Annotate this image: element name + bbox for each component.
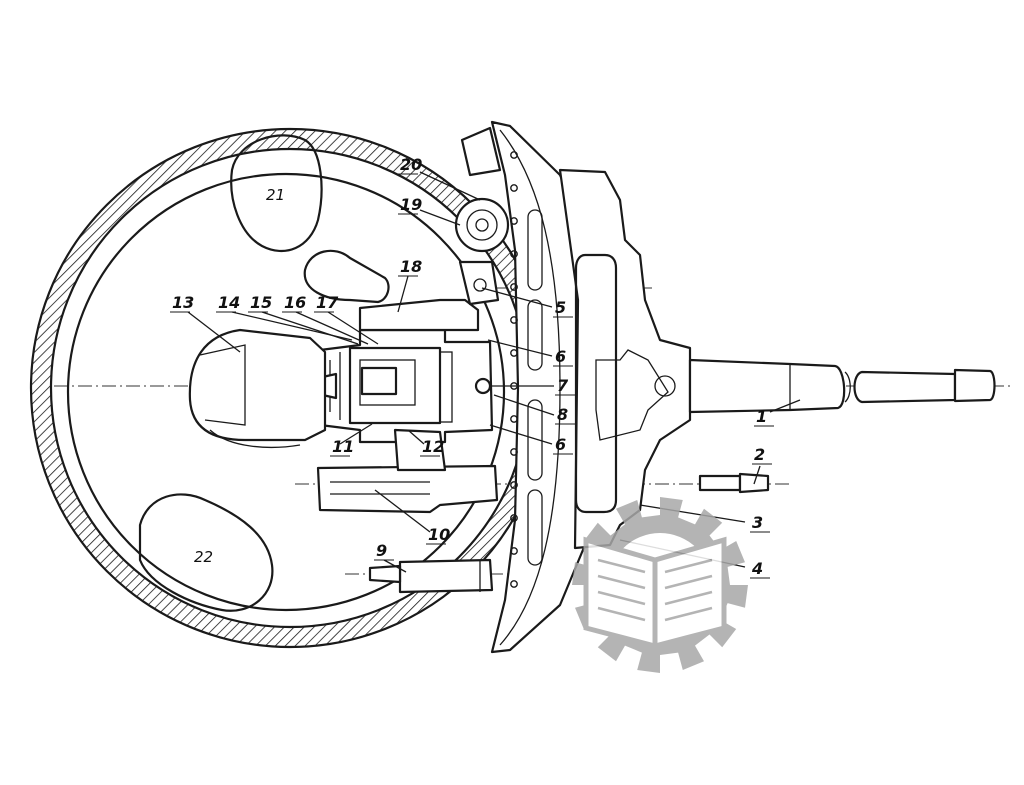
book-page-line: [664, 606, 713, 622]
book-page-line: [664, 574, 713, 590]
gun-mantlet: [558, 168, 692, 550]
part-label-6b: 6: [555, 435, 566, 454]
leader-line-2: [753, 465, 761, 485]
leader-line-9: [383, 559, 407, 573]
rivet: [510, 415, 518, 423]
part-label-9: 9: [376, 541, 387, 560]
leader-line-3: [639, 504, 746, 523]
lower-mechanism: [316, 428, 770, 594]
part-label-12: 12: [422, 437, 444, 456]
part-label-17: 17: [316, 293, 339, 312]
gun-breech-assembly: [316, 328, 494, 444]
book-page-line: [664, 558, 713, 574]
part-label-14: 14: [218, 293, 240, 312]
leader-line-8: [493, 394, 555, 416]
part-label-4: 4: [751, 559, 763, 578]
rivet: [510, 580, 518, 588]
leader-line-17: [327, 311, 379, 345]
part-label-16: 16: [284, 293, 306, 312]
part-label-18: 18: [400, 257, 422, 276]
leader-line-6a: [487, 339, 553, 357]
rivet: [510, 151, 518, 159]
book-page-line: [597, 606, 646, 622]
part-label-13: 13: [172, 293, 194, 312]
part-label-15: 15: [250, 293, 272, 312]
leader-line-11: [339, 423, 373, 445]
leader-line-1: [769, 399, 801, 413]
gun-barrel: [688, 358, 996, 414]
rivet: [510, 184, 518, 192]
book-page-line: [664, 590, 713, 606]
rivet: [510, 349, 518, 357]
part-label-7: 7: [557, 376, 569, 395]
rivet: [510, 250, 518, 258]
part-label-1: 1: [756, 407, 767, 426]
rivet: [510, 448, 518, 456]
book-page-line: [597, 590, 646, 606]
rivet: [510, 547, 518, 555]
leader-line-12: [407, 429, 425, 445]
front-plate-rivets: [510, 151, 518, 588]
rivet: [510, 514, 518, 522]
part-label-11: 11: [332, 437, 354, 456]
leader-line-15: [261, 311, 359, 345]
leader-line-10: [374, 489, 431, 533]
leader-line-13: [187, 311, 241, 353]
part-label-2: 2: [754, 445, 765, 464]
leader-line-6b: [489, 424, 553, 445]
leader-line-5: [481, 287, 553, 308]
part-label-5: 5: [555, 298, 566, 317]
gunner-seat: [188, 328, 327, 449]
leader-line-20: [419, 171, 481, 201]
turret-ring: [29, 127, 520, 649]
part-label-8: 8: [557, 405, 568, 424]
gear-book-logo-icon: [572, 497, 748, 673]
part-label-10: 10: [428, 525, 450, 544]
leader-line-19: [419, 209, 461, 226]
book-page-line: [597, 558, 646, 574]
rivet: [510, 283, 518, 291]
part-label-3: 3: [752, 513, 763, 532]
part-label-22: 22: [194, 548, 213, 566]
rivet: [510, 217, 518, 225]
upper-mechanism: [303, 126, 510, 332]
rivet: [510, 316, 518, 324]
part-label-19: 19: [400, 195, 422, 214]
hatch-21: [230, 134, 323, 253]
hatch-22: [138, 493, 274, 612]
leader-line-18: [397, 275, 409, 313]
rivet: [510, 481, 518, 489]
part-label-6a: 6: [555, 347, 566, 366]
part-label-20: 20: [400, 155, 422, 174]
leader-line-16: [295, 311, 369, 345]
part-label-21: 21: [266, 186, 285, 204]
book-page-line: [597, 574, 646, 590]
